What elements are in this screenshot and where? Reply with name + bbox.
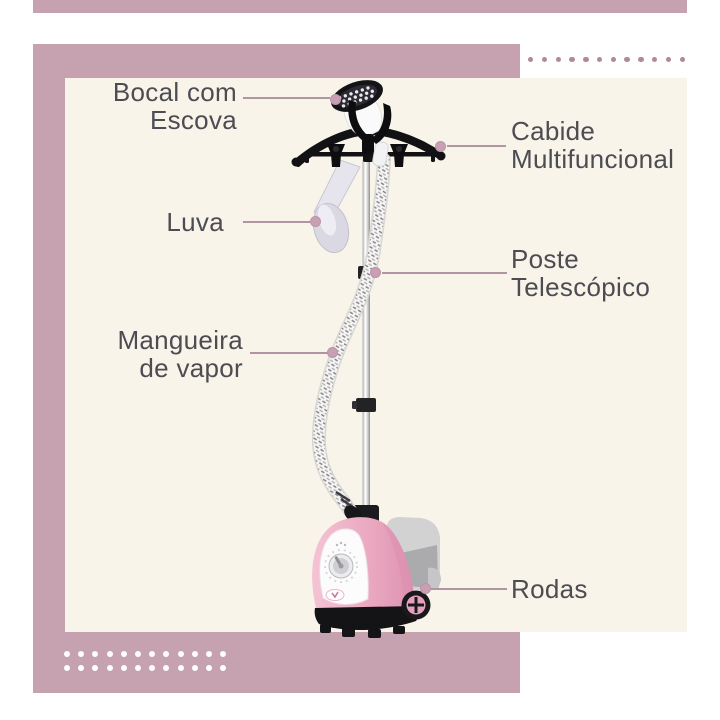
callout-cabide-multifuncional: Cabide Multifuncional [511, 117, 674, 173]
callout-dot-mangueira [327, 347, 338, 358]
callout-label: Mangueira [117, 325, 243, 355]
callout-line-poste [382, 272, 507, 274]
callout-rodas: Rodas [511, 575, 588, 603]
callout-label: de vapor [139, 353, 243, 383]
callout-label: Telescópico [511, 272, 651, 302]
callout-label: Rodas [511, 574, 588, 604]
callout-line-bocal [243, 97, 330, 99]
callout-luva: Luva [166, 208, 224, 236]
callout-label: Poste [511, 244, 579, 274]
steam-hose [311, 153, 391, 523]
callout-line-cabide [447, 145, 506, 147]
callout-label: Multifuncional [511, 144, 675, 174]
top-accent-bar [33, 0, 687, 13]
steamer-base-unit [312, 517, 441, 638]
callout-label: Escova [149, 105, 237, 135]
callout-dot-bocal [330, 94, 341, 105]
glove [312, 159, 361, 254]
callout-line-mangueira [250, 352, 328, 354]
callout-line-luva [243, 221, 311, 223]
callout-poste-telescopico: Poste Telescópico [511, 245, 650, 301]
dot-pattern-bottom-left [64, 651, 227, 671]
callout-dot-luva [310, 216, 321, 227]
callout-dot-rodas [420, 583, 431, 594]
callout-dot-cabide [435, 141, 446, 152]
callout-label: Cabide [511, 116, 596, 146]
callout-label: Bocal com [112, 77, 237, 107]
steam-head-brush [331, 80, 392, 167]
wheel [401, 590, 431, 620]
callout-dot-poste [370, 267, 381, 278]
callout-bocal-com-escova: Bocal com Escova [113, 78, 237, 134]
callout-label: Luva [166, 207, 224, 237]
callout-line-rodas [431, 588, 507, 590]
dot-pattern-top-right [528, 57, 685, 63]
callout-mangueira-de-vapor: Mangueira de vapor [117, 326, 243, 382]
